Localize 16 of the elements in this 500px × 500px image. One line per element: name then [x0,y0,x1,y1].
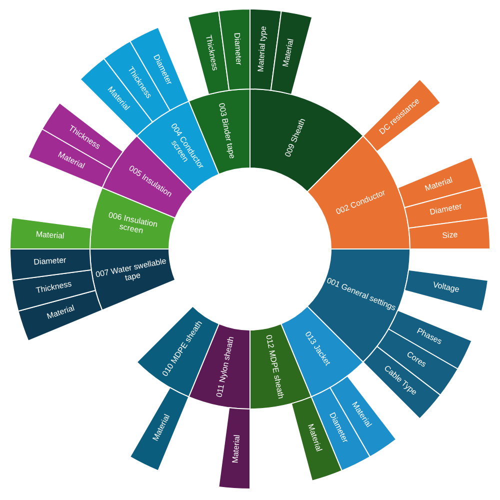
segment-label: Voltage [432,280,461,296]
segment-label: Material [282,37,296,68]
segment-label: Thickness [34,280,74,296]
segment-label: 007 Water swellable tape [94,256,168,284]
segment-label: 012 MDPE sheath [262,334,284,400]
segment-label: Material [232,433,242,464]
segment-label: Diameter [33,256,68,268]
segment-label: Thickness [202,33,219,72]
segment-label: 003 Binder tape [216,102,236,160]
segment-label: Diameter [231,32,242,67]
segment-label: Material [35,230,66,242]
segment-label: 011 Nylon sheath [216,335,237,399]
segment-label: Material type [257,26,269,74]
segment-label: Diameter [428,202,464,218]
segment-label: Size [440,230,458,241]
segment-label: 006 Insulation screen [106,212,159,238]
